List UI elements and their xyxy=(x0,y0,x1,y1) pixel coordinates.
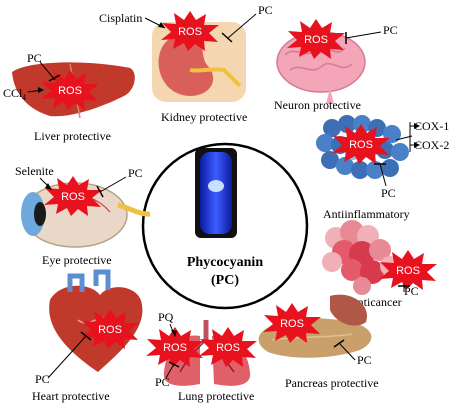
pancreas-pc-line xyxy=(339,343,356,361)
heart-vessels xyxy=(67,269,111,292)
kidney-arrowhead xyxy=(158,22,165,28)
eye-pc-label: PC xyxy=(128,166,143,180)
lung-inhibit-bar xyxy=(168,361,180,368)
kidney-group: ROS Cisplatin PC Kidney protective xyxy=(99,3,273,124)
liver-caption: Liver protective xyxy=(34,129,111,143)
liver-pc-line xyxy=(39,61,56,81)
pancreas-caption: Pancreas protective xyxy=(285,376,379,390)
liver-agent-subscript: 4 xyxy=(22,93,26,102)
kidney-ureter xyxy=(189,67,242,88)
heart-group: ROS PC Heart protective xyxy=(32,269,143,403)
eye-ros-label: ROS xyxy=(61,191,85,203)
liver-inhibit-bar xyxy=(48,74,61,82)
lung-right-ros-label: ROS xyxy=(216,342,240,354)
pancreas-group: ROS PC Pancreas protective xyxy=(258,294,379,390)
cancer-cells-illustration xyxy=(322,220,400,295)
pancreatic-duct xyxy=(271,333,353,341)
kidney-ros-label: ROS xyxy=(178,26,202,38)
neuron-caption: Neuron protective xyxy=(274,98,361,112)
brain-stem xyxy=(326,88,334,104)
cox1-label: COX-1 xyxy=(414,119,449,133)
cox1-arrowhead xyxy=(414,123,420,129)
eye-caption: Eye protective xyxy=(42,253,112,267)
lung-pc-line xyxy=(165,363,175,379)
kidney-agent-label: Cisplatin xyxy=(99,11,142,25)
cox2-arrowhead xyxy=(414,142,420,148)
heart-inhibit-bar xyxy=(80,331,92,341)
liver-ros-label: ROS xyxy=(58,85,82,97)
liver-arrowhead xyxy=(38,87,44,93)
anticancer-pc-label: PC xyxy=(404,284,419,298)
pancreas-pc-label: PC xyxy=(357,353,372,367)
heart-pc-label: PC xyxy=(35,372,50,386)
lung-agent-label: PQ xyxy=(158,310,174,324)
antiinflammatory-caption: Antiinflammatory xyxy=(323,207,410,221)
anticancer-ros-label: ROS xyxy=(396,265,420,277)
liver-group: ROS PC CCl 4 Liver protective xyxy=(3,51,135,143)
kidney-caption: Kidney protective xyxy=(161,110,247,124)
lung-caption: Lung protective xyxy=(178,389,254,403)
vial-image xyxy=(200,152,232,234)
vial-highlight xyxy=(208,180,224,192)
lung-arrowhead xyxy=(171,330,177,337)
center-name: Phycocyanin xyxy=(187,255,263,270)
eye-inhibit-bar xyxy=(96,185,104,198)
kidney-inhibit-bar xyxy=(221,32,233,43)
pancreas-duodenum xyxy=(330,294,368,326)
antiinflammatory-arrow xyxy=(395,135,413,141)
anticancer-group: ROS PC Anticancer xyxy=(322,220,437,309)
eye-agent-label: Selenite xyxy=(15,164,54,178)
heart-caption: Heart protective xyxy=(32,389,110,403)
antiinflammatory-ros-label: ROS xyxy=(349,139,373,151)
neuron-pc-label: PC xyxy=(383,23,398,37)
kidney-pc-label: PC xyxy=(258,3,273,17)
pancreas-ros-label: ROS xyxy=(280,318,304,330)
center-group: Phycocyanin (PC) xyxy=(141,142,309,310)
eye-arrowhead xyxy=(45,183,52,190)
eye-pupil xyxy=(34,202,46,226)
neuron-ros-label: ROS xyxy=(304,34,328,46)
lung-pc-label: PC xyxy=(155,375,170,389)
antiinflammatory-pc-line xyxy=(379,163,387,187)
neuron-group: ROS PC Neuron protective xyxy=(274,19,398,112)
pancreas-inhibit-bar xyxy=(333,339,345,348)
liver-pc-label: PC xyxy=(27,51,42,65)
lung-left-ros-label: ROS xyxy=(163,342,187,354)
cox2-label: COX-2 xyxy=(414,138,449,152)
antiinflammatory-pc-label: PC xyxy=(381,186,396,200)
eye-group: ROS Selenite PC Eye protective xyxy=(15,164,151,267)
eye-pc-line xyxy=(99,176,127,193)
optic-nerve xyxy=(117,202,151,217)
heart-ros-label: ROS xyxy=(98,324,122,336)
heart-pc-line xyxy=(47,335,87,379)
kidney-illustration xyxy=(158,31,214,96)
antiinflammatory-group: ROS COX-1 COX-2 PC Antiinflammatory xyxy=(316,115,449,221)
neuron-pc-line xyxy=(345,31,382,39)
liver-agent-label: CCl xyxy=(3,86,23,100)
kidney-pc-line xyxy=(227,13,257,39)
center-abbr: (PC) xyxy=(211,273,239,288)
lung-group: ROS ROS PQ PC Lung protective xyxy=(146,310,257,403)
